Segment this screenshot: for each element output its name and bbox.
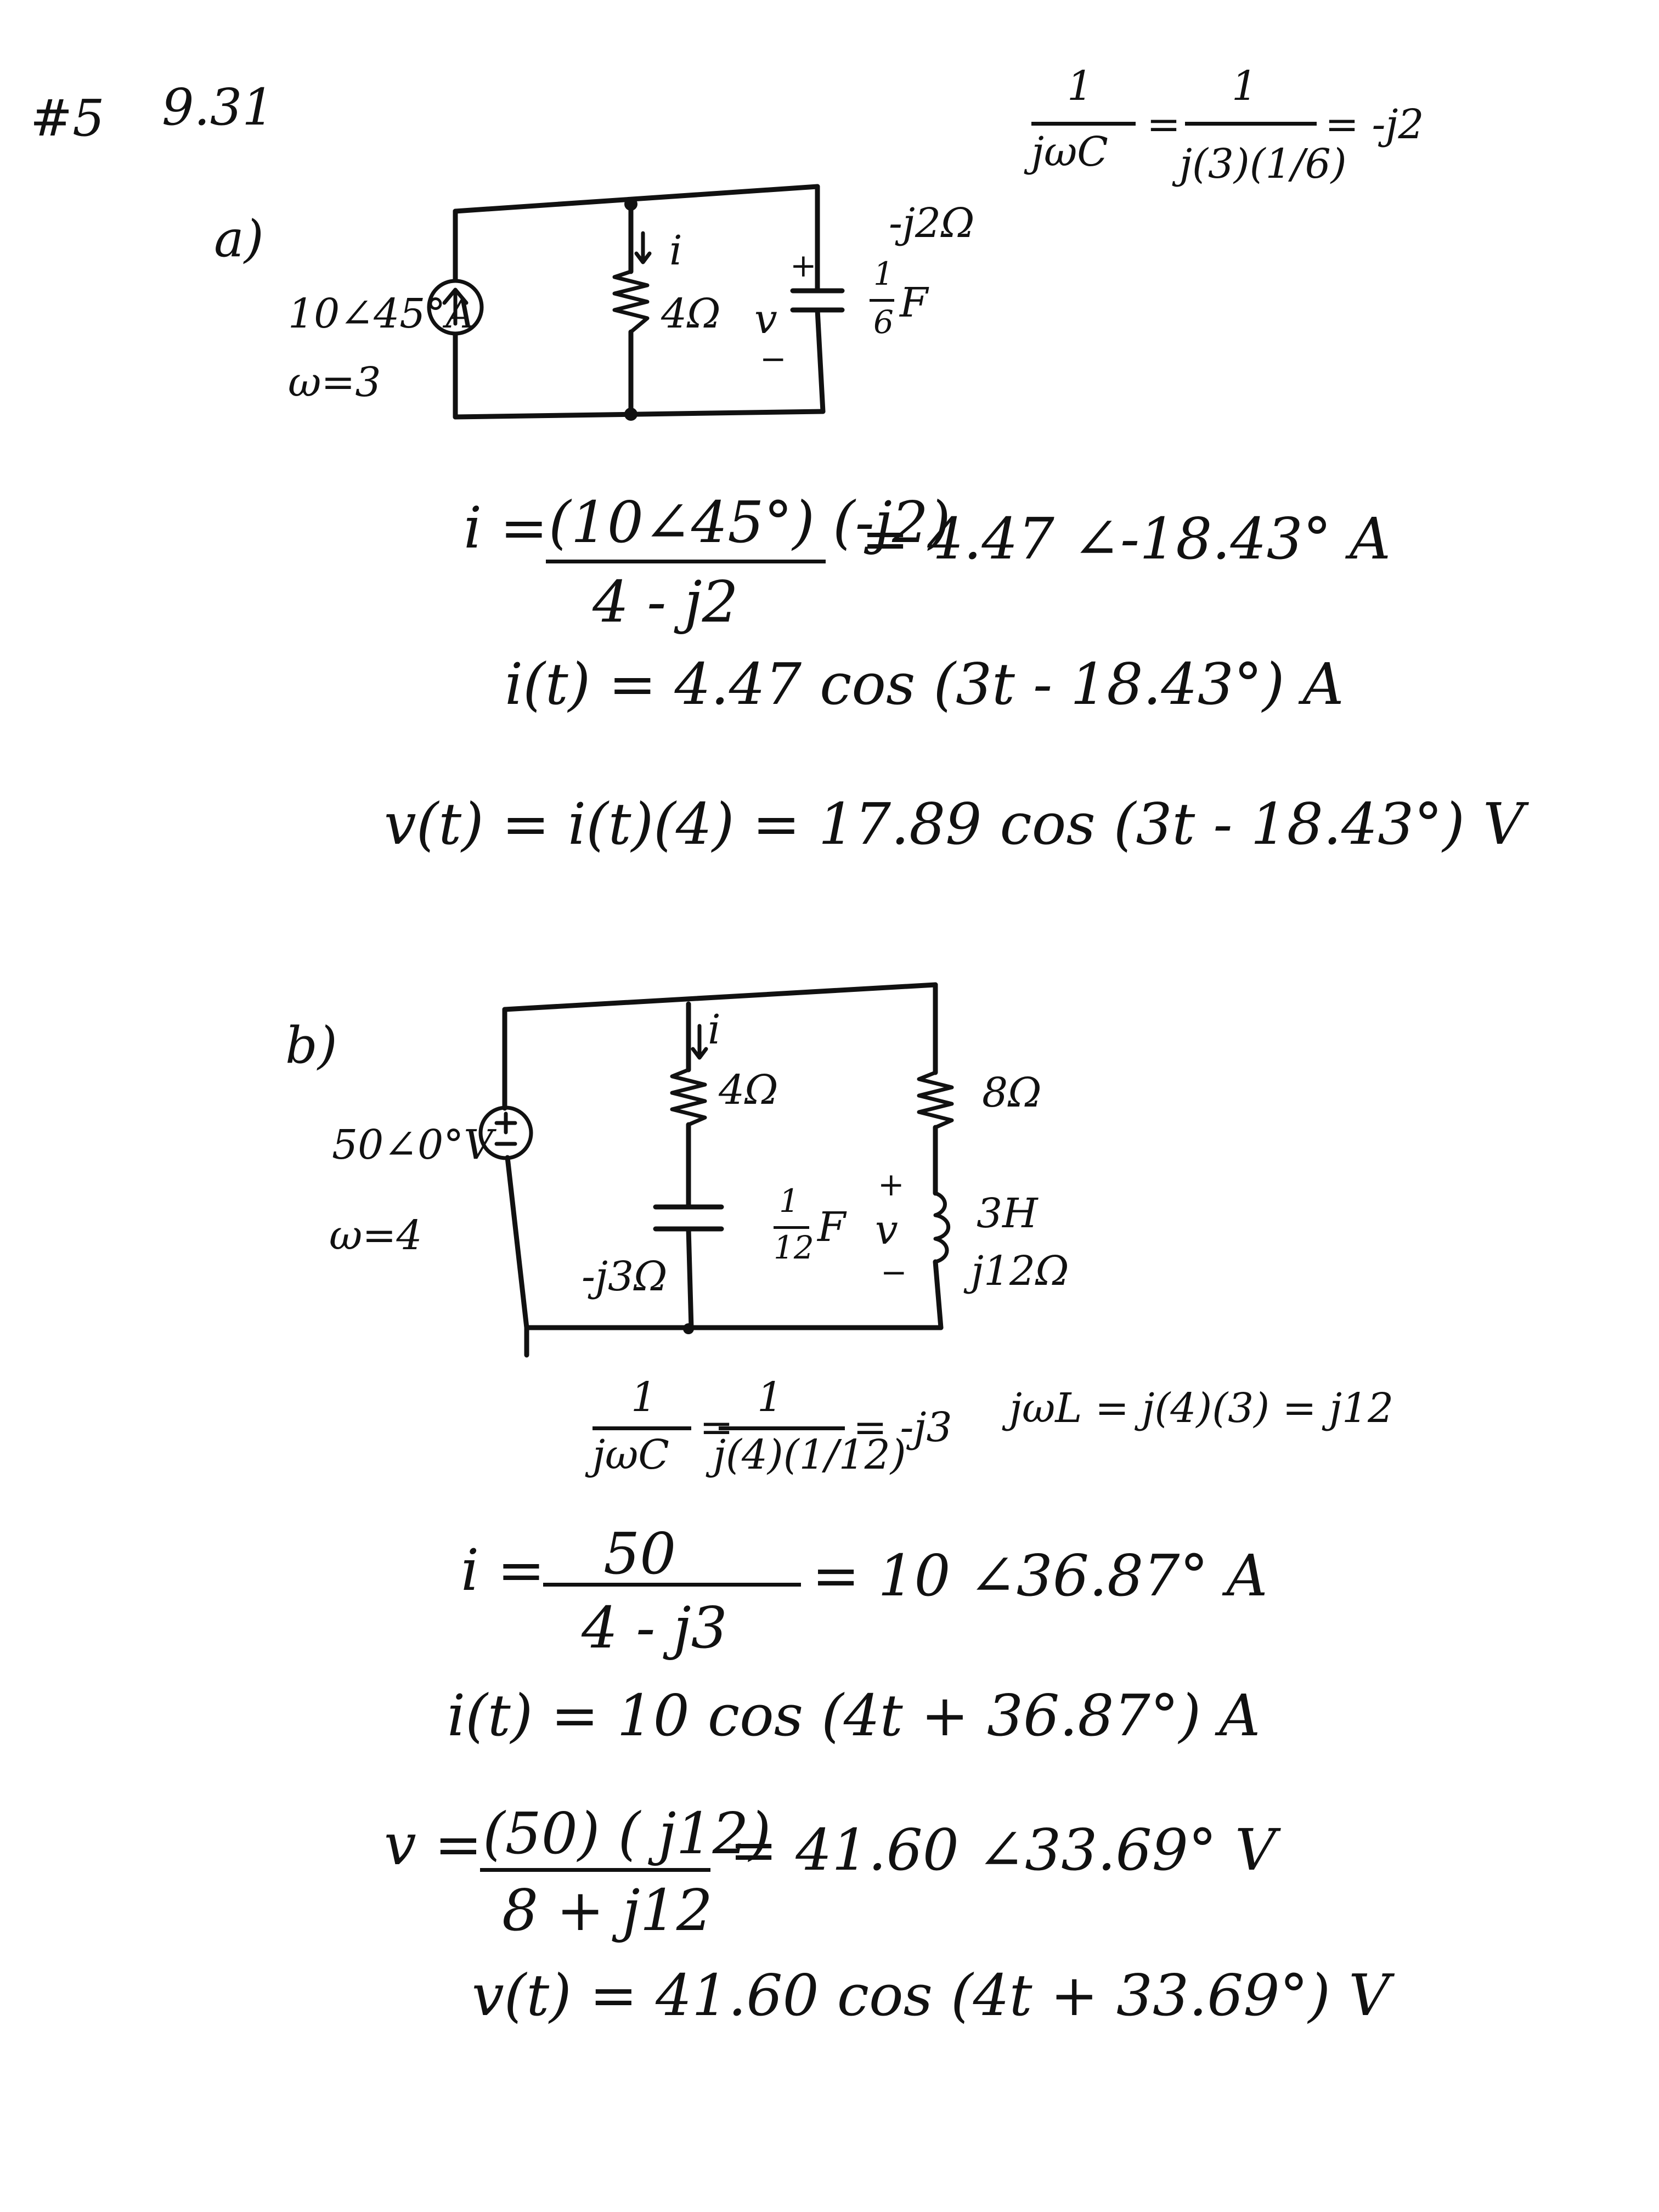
a-zc-denominator-2: j(3)(1/6) xyxy=(1180,140,1347,188)
b-zc-fraction-line xyxy=(592,1426,691,1430)
a-cap-plus: + xyxy=(790,247,817,284)
b-eq-vt: v(t) = 41.60 cos (4t + 33.69°) V xyxy=(472,1962,1390,2029)
a-cap-minus: − xyxy=(760,340,787,377)
a-source-arrow-icon xyxy=(442,287,469,326)
b-cap-num: 1 xyxy=(779,1182,799,1220)
a-zc-numerator: 1 xyxy=(1067,63,1093,110)
b-zc-denominator-2: j(4)(1/12) xyxy=(713,1431,906,1479)
problem-tag: #5 xyxy=(30,89,105,148)
b-eq-i-label: i = xyxy=(461,1537,545,1604)
a-zc-equals: = xyxy=(1147,101,1181,148)
b-omega: ω=4 xyxy=(329,1212,422,1259)
b-ind-value: 3H xyxy=(977,1190,1038,1237)
a-bottom-node xyxy=(624,408,637,421)
a-eq-it: i(t) = 4.47 cos (3t - 18.43°) A xyxy=(505,651,1344,718)
a-omega: ω=3 xyxy=(288,359,381,406)
b-zc-result: = -j3 xyxy=(853,1404,952,1451)
a-cap-num: 1 xyxy=(873,255,894,292)
a-resistor-label: 4Ω xyxy=(661,290,721,337)
b-eq-it: i(t) = 10 cos (4t + 36.87°) A xyxy=(447,1682,1261,1749)
a-zc-numerator-2: 1 xyxy=(1232,63,1258,110)
b-cap-fraction-line xyxy=(774,1226,809,1229)
b-zc-numerator: 1 xyxy=(631,1374,657,1421)
a-zc-result: = -j2 xyxy=(1325,101,1424,148)
problem-number: 9.31 xyxy=(162,78,274,137)
a-zc-denominator: jωC xyxy=(1031,128,1108,176)
b-eq-v-denominator: 8 + j12 xyxy=(502,1877,713,1944)
b-zc-fraction-line-2 xyxy=(719,1426,845,1430)
b-ind-impedance: j12Ω xyxy=(971,1248,1069,1295)
a-capacitor-icon xyxy=(790,288,845,313)
a-eq-i-result: = 4.47 ∠-18.43° A xyxy=(861,505,1391,572)
a-eq-i-fraction-line xyxy=(546,560,826,563)
a-cap-impedance: -j2Ω xyxy=(889,200,975,247)
b-bottom-node xyxy=(683,1323,694,1334)
a-zc-fraction-line-2 xyxy=(1185,122,1317,126)
b-top-wire xyxy=(502,982,938,1012)
b-resistor1-icon xyxy=(670,1068,707,1127)
b-eq-v-result: = 41.60 ∠33.69° V xyxy=(730,1816,1277,1883)
a-source-label: 10∠45°A xyxy=(288,290,475,337)
b-eq-i-numerator: 50 xyxy=(603,1520,676,1587)
b-capacitor-icon xyxy=(653,1204,724,1232)
a-top-node xyxy=(624,198,637,211)
b-eq-i-denominator: 4 - j3 xyxy=(582,1594,727,1661)
a-cap-fraction-line xyxy=(870,299,894,302)
b-left-wire xyxy=(502,1007,529,1358)
b-eq-i-result: = 10 ∠36.87° A xyxy=(812,1542,1268,1609)
part-b-label: b) xyxy=(285,1016,337,1075)
a-cap-unit: F xyxy=(900,279,928,326)
b-ind-voltage: v xyxy=(875,1206,898,1254)
a-current-arrow-icon xyxy=(634,231,652,264)
part-a-label: a) xyxy=(214,210,264,268)
b-ind-plus: + xyxy=(878,1166,905,1203)
circuit-a xyxy=(427,184,845,421)
a-current-label: i xyxy=(669,227,682,274)
a-cap-den: 6 xyxy=(873,303,894,341)
b-resistor2-label: 8Ω xyxy=(982,1069,1042,1116)
b-zc-numerator-2: 1 xyxy=(757,1374,783,1421)
b-cap-unit: F xyxy=(817,1204,846,1251)
b-source-plus-minus-icon xyxy=(494,1111,517,1146)
b-inductor-icon xyxy=(933,1191,951,1264)
circuit-b xyxy=(478,982,954,1358)
a-cap-voltage: v xyxy=(754,296,777,343)
b-voltage-source xyxy=(478,1105,533,1160)
b-middle-wire xyxy=(686,1001,694,1330)
b-zl: jωL = j(4)(3) = j12 xyxy=(1009,1385,1394,1432)
a-right-wire xyxy=(815,184,826,414)
a-eq-i-denominator: 4 - j2 xyxy=(592,568,738,635)
b-ind-minus: − xyxy=(881,1254,907,1291)
a-eq-i-numerator: (10∠45°) (-j2) xyxy=(549,489,951,556)
b-zc-denominator: jωC xyxy=(592,1431,669,1479)
b-right-wire xyxy=(933,982,944,1330)
a-eq-vt: v(t) = i(t)(4) = 17.89 cos (3t - 18.43°)… xyxy=(384,791,1525,857)
b-current-label: i xyxy=(708,1006,721,1053)
b-source-label: 50∠0°V xyxy=(332,1121,493,1169)
a-bottom-wire xyxy=(453,409,826,420)
b-resistor2-icon xyxy=(917,1070,954,1130)
a-current-source xyxy=(427,279,484,336)
b-cap-den: 12 xyxy=(774,1229,814,1266)
b-eq-v-label: v = xyxy=(384,1811,482,1878)
b-eq-i-fraction-line xyxy=(543,1583,801,1587)
b-eq-v-fraction-line xyxy=(480,1868,710,1872)
b-current-arrow-icon xyxy=(691,1024,708,1060)
b-cap-impedance: -j3Ω xyxy=(582,1253,668,1300)
a-resistor-icon xyxy=(612,269,650,334)
a-zc-fraction-line xyxy=(1031,122,1136,126)
a-top-wire xyxy=(453,184,820,214)
b-resistor1-label: 4Ω xyxy=(719,1066,778,1114)
a-eq-i-label: i = xyxy=(464,494,548,561)
b-eq-v-numerator: (50) ( j12) xyxy=(483,1800,771,1867)
